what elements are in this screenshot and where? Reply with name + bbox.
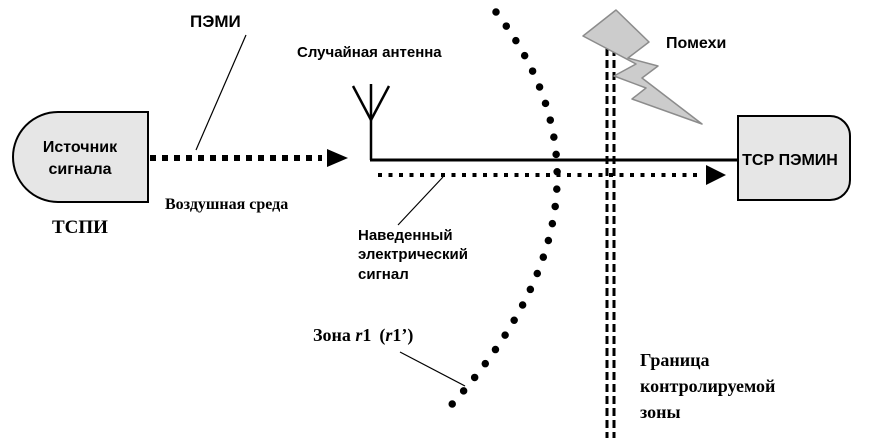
induced-label-line3: сигнал: [358, 266, 409, 283]
receiver-label: ТСР ПЭМИН: [742, 152, 838, 169]
zone-label-r-prime: r: [385, 325, 393, 345]
induced-label-line2: электрический: [358, 246, 468, 263]
induced-leader-line: [397, 176, 444, 226]
induced-label-line1: Наведенный: [358, 227, 453, 244]
zone-label-r: r: [355, 325, 363, 345]
boundary-label-line1: Граница: [640, 350, 709, 370]
boundary-label-line2: контролируемой: [640, 376, 775, 396]
zone-r1-arc: [441, 8, 561, 416]
source-caption: ТСПИ: [52, 217, 108, 238]
controlled-zone-boundary: [605, 48, 616, 438]
signal-source-node[interactable]: Источник сигнала: [12, 111, 149, 203]
receiver-shape: [737, 115, 851, 201]
signal-source-label-line2: сигнала: [48, 161, 111, 178]
zone-label-gap: (: [379, 325, 385, 346]
signal-source-label-line1: Источник: [43, 139, 118, 156]
pemi-leader-line: [195, 34, 247, 151]
noise-lightning-icon: [582, 9, 703, 125]
induced-signal-arrowhead: [706, 165, 726, 185]
zone-label: Зона r1(r1’): [313, 325, 413, 346]
boundary-label-line3: зоны: [640, 402, 681, 422]
receiver-node[interactable]: ТСР ПЭМИН: [737, 115, 851, 201]
air-medium-label: Воздушная среда: [165, 196, 288, 213]
noise-label: Помехи: [666, 35, 726, 52]
zone-label-close: ): [407, 325, 413, 346]
antenna-icon: [351, 84, 391, 160]
signal-source-shape: [12, 111, 149, 203]
zone-label-prefix: Зона: [313, 325, 355, 345]
air-emission-arrowhead: [327, 149, 348, 167]
zone-label-prime-one: 1’: [392, 325, 407, 345]
zone-leader-line: [399, 351, 466, 387]
zone-label-one: 1: [362, 325, 371, 345]
pemi-label: ПЭМИ: [190, 12, 241, 31]
antenna-label: Случайная антенна: [297, 44, 442, 61]
